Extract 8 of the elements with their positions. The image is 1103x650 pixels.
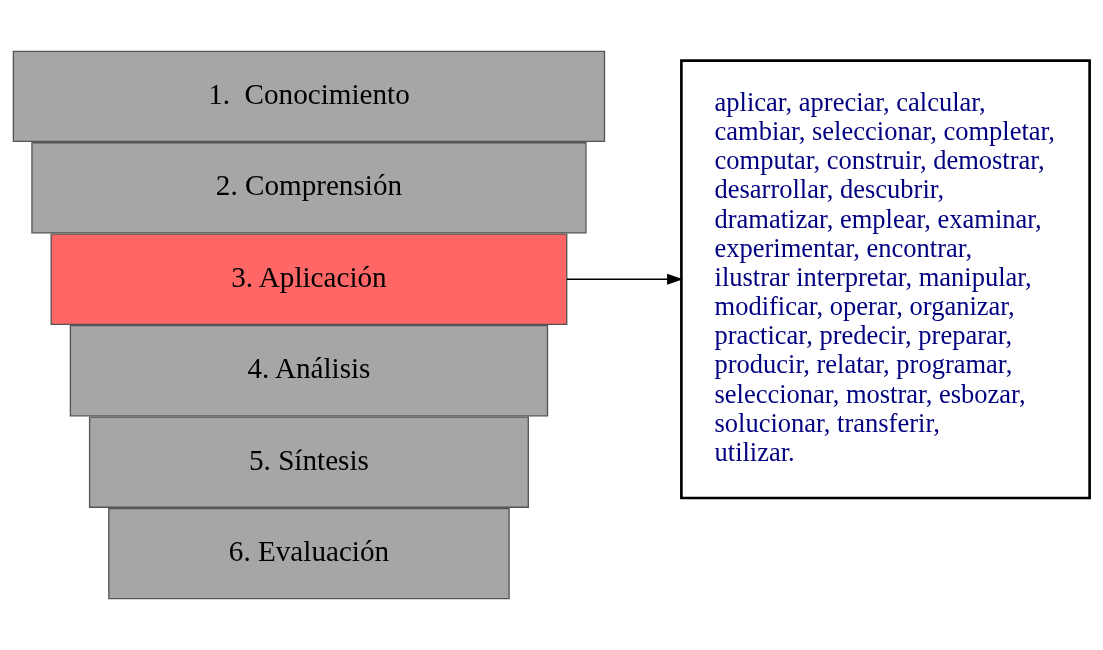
arrow [566,273,683,285]
node-box: 1. Conocimiento [12,50,606,143]
node-box: 2. Comprensión [31,142,587,234]
node-box: 5. Síntesis [88,416,529,508]
node-box: aplicar, apreciar, calcular, cambiar, seleccionar, completar, computar, construir, demostrar, desarrollar, descubrir, dramatizar, emplear, examinar, experimentar, encontrar, ilustrar interpretar, manipular, modificar, operar, organizar, practicar, predecir, preparar, producir, relatar, programar, seleccionar, mostrar, esbozar, solucionar, transferir, utilizar. [680,59,1091,500]
node-box: 6. Evaluación [108,507,510,600]
node-box: 3. Aplicación [50,233,568,325]
node-box: 4. Análisis [69,325,549,417]
